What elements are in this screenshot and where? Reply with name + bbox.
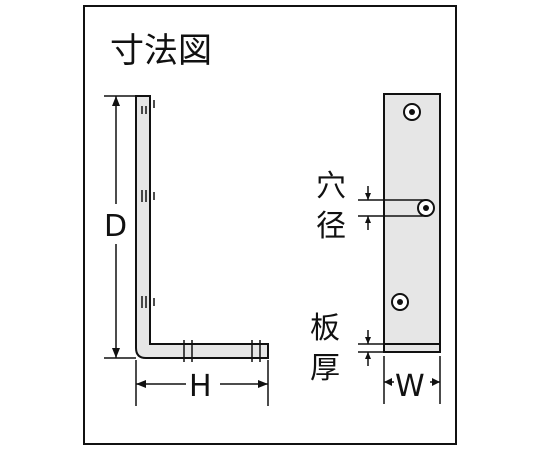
outer-frame [83, 5, 457, 445]
depth-label: D [104, 209, 127, 244]
hole-diameter-label-2: 径 [316, 209, 346, 244]
plate-thickness-label-1: 板 [310, 311, 340, 346]
height-label: H [189, 369, 212, 404]
front-hole-middle-center [423, 205, 429, 211]
vertical-leg-holes [141, 100, 155, 308]
front-hole-bottom-center [397, 299, 403, 305]
front-hole-top-center [409, 109, 415, 115]
hole-diameter-label-1: 穴 [316, 169, 346, 204]
plate-thickness-label-2: 厚 [310, 351, 340, 386]
height-label-bg [186, 368, 220, 402]
plate-front-view [383, 93, 441, 347]
depth-label-bg [100, 204, 130, 244]
width-label: W [395, 369, 425, 404]
plate-thickness-dimension [358, 330, 384, 366]
plate-bottom-flange [383, 343, 441, 353]
hole-diameter-dimension [358, 186, 426, 230]
horizontal-leg-holes [183, 340, 261, 362]
diagram-title: 寸法図 [110, 31, 212, 71]
l-bracket-side-view [135, 95, 269, 359]
width-label-bg [394, 366, 430, 400]
